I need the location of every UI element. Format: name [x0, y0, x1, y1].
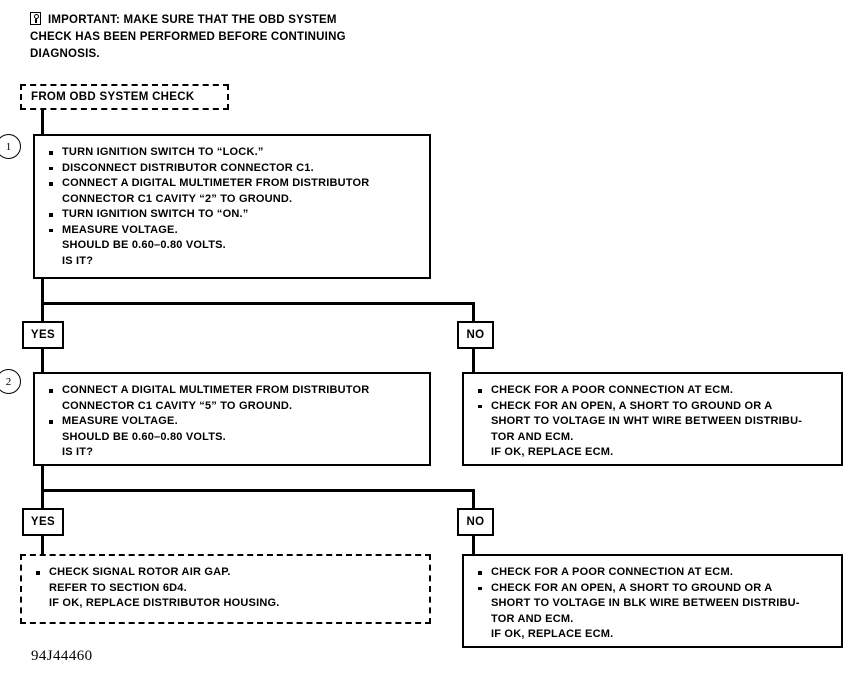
result-1-item: IF OK, REPLACE ECM.: [491, 446, 614, 458]
step-2-item: SHOULD BE 0.60–0.80 VOLTS.: [62, 430, 226, 443]
connector-branch-bus-1: [41, 302, 475, 305]
step-2-item: MEASURE VOLTAGE.: [47, 414, 419, 430]
result-2-item: CHECK FOR A POOR CONNECTION AT ECM.: [476, 565, 831, 581]
connector-branch-bus-2: [41, 489, 475, 492]
entry-box-from-obd-system-check: FROM OBD SYSTEM CHECK: [20, 84, 229, 110]
result-2-item: TOR AND ECM.: [491, 612, 574, 625]
terminal-item: REFER TO SECTION 6D4.: [49, 581, 187, 594]
connector-bus2-to-no: [472, 489, 475, 508]
connector-bus1-to-no: [472, 302, 475, 321]
connector-step1-down: [41, 279, 44, 304]
result-2-item: SHORT TO VOLTAGE IN BLK WIRE BETWEEN DIS…: [491, 597, 800, 609]
result-1-item: CHECK FOR A POOR CONNECTION AT ECM.: [476, 383, 831, 399]
important-note: IMPORTANT: MAKE SURE THAT THE OBD SYSTEM…: [30, 12, 450, 63]
result-2-item: CHECK FOR AN OPEN, A SHORT TO GROUND OR …: [476, 581, 831, 597]
result-box-no-branch-1: CHECK FOR A POOR CONNECTION AT ECM. CHEC…: [462, 372, 843, 466]
note-text-1: IMPORTANT: MAKE SURE THAT THE OBD SYSTEM: [48, 14, 337, 26]
result-1-item: CHECK FOR AN OPEN, A SHORT TO GROUND OR …: [476, 399, 831, 415]
result-box-no-branch-2: CHECK FOR A POOR CONNECTION AT ECM. CHEC…: [462, 554, 843, 648]
result-2-item: IF OK, REPLACE ECM.: [491, 628, 614, 640]
connector-no2-to-result2: [472, 536, 475, 554]
branch-tag-yes-2: YES: [22, 508, 64, 536]
step-number-circle-1: 1: [0, 134, 21, 159]
result-1-item-list: CHECK FOR A POOR CONNECTION AT ECM. CHEC…: [476, 383, 831, 461]
branch-tag-no-2: NO: [457, 508, 494, 536]
entry-box-label: FROM OBD SYSTEM CHECK: [31, 91, 195, 103]
connector-yes1-to-step2: [41, 349, 44, 372]
connector-no1-to-result1: [472, 349, 475, 372]
step-number-circle-2: 2: [0, 369, 21, 394]
terminal-item: CHECK SIGNAL ROTOR AIR GAP.: [34, 565, 419, 581]
terminal-item: IF OK, REPLACE DISTRIBUTOR HOUSING.: [49, 597, 280, 609]
step-2-item-list: CONNECT A DIGITAL MULTIMETER FROM DISTRI…: [47, 383, 419, 461]
branch-tag-yes-1: YES: [22, 321, 64, 349]
note-line-3: DIAGNOSIS.: [30, 48, 100, 60]
result-1-item: SHORT TO VOLTAGE IN WHT WIRE BETWEEN DIS…: [491, 415, 803, 427]
figure-id-label: 94J44460: [31, 648, 93, 664]
step-1-item: IS IT?: [62, 254, 94, 267]
note-line-2: CHECK HAS BEEN PERFORMED BEFORE CONTINUI…: [30, 31, 346, 43]
branch-tag-no-1: NO: [457, 321, 494, 349]
step-box-1: TURN IGNITION SWITCH TO “LOCK.” DISCONNE…: [33, 134, 431, 279]
step-1-item: CONNECT A DIGITAL MULTIMETER FROM DISTRI…: [47, 176, 419, 192]
connector-bus1-to-yes: [41, 302, 44, 321]
connector-bus2-to-yes: [41, 489, 44, 508]
step-2-item: CONNECTOR C1 CAVITY “5” TO GROUND.: [62, 399, 293, 412]
step-1-item: TURN IGNITION SWITCH TO “LOCK.”: [47, 145, 419, 161]
result-2-item-list: CHECK FOR A POOR CONNECTION AT ECM. CHEC…: [476, 565, 831, 643]
result-1-item: TOR AND ECM.: [491, 430, 574, 443]
connector-step2-down: [41, 466, 44, 491]
connector-yes2-to-terminal: [41, 536, 44, 554]
terminal-box-yes-branch: CHECK SIGNAL ROTOR AIR GAP. REFER TO SEC…: [20, 554, 431, 624]
step-1-item: CONNECTOR C1 CAVITY “2” TO GROUND.: [62, 192, 293, 205]
step-1-item-list: TURN IGNITION SWITCH TO “LOCK.” DISCONNE…: [47, 145, 419, 269]
step-box-2: CONNECT A DIGITAL MULTIMETER FROM DISTRI…: [33, 372, 431, 466]
step-2-item: IS IT?: [62, 446, 94, 458]
note-line-1: IMPORTANT: MAKE SURE THAT THE OBD SYSTEM: [30, 12, 450, 29]
step-2-item: CONNECT A DIGITAL MULTIMETER FROM DISTRI…: [47, 383, 419, 399]
step-1-item: TURN IGNITION SWITCH TO “ON.”: [47, 207, 419, 223]
step-1-item: DISCONNECT DISTRIBUTOR CONNECTOR C1.: [47, 161, 419, 177]
important-notice-icon: [30, 12, 41, 25]
step-1-item: SHOULD BE 0.60–0.80 VOLTS.: [62, 239, 226, 251]
terminal-item-list: CHECK SIGNAL ROTOR AIR GAP. REFER TO SEC…: [34, 565, 419, 612]
connector-entry-to-step1: [41, 110, 44, 134]
step-1-item: MEASURE VOLTAGE.: [47, 223, 419, 239]
